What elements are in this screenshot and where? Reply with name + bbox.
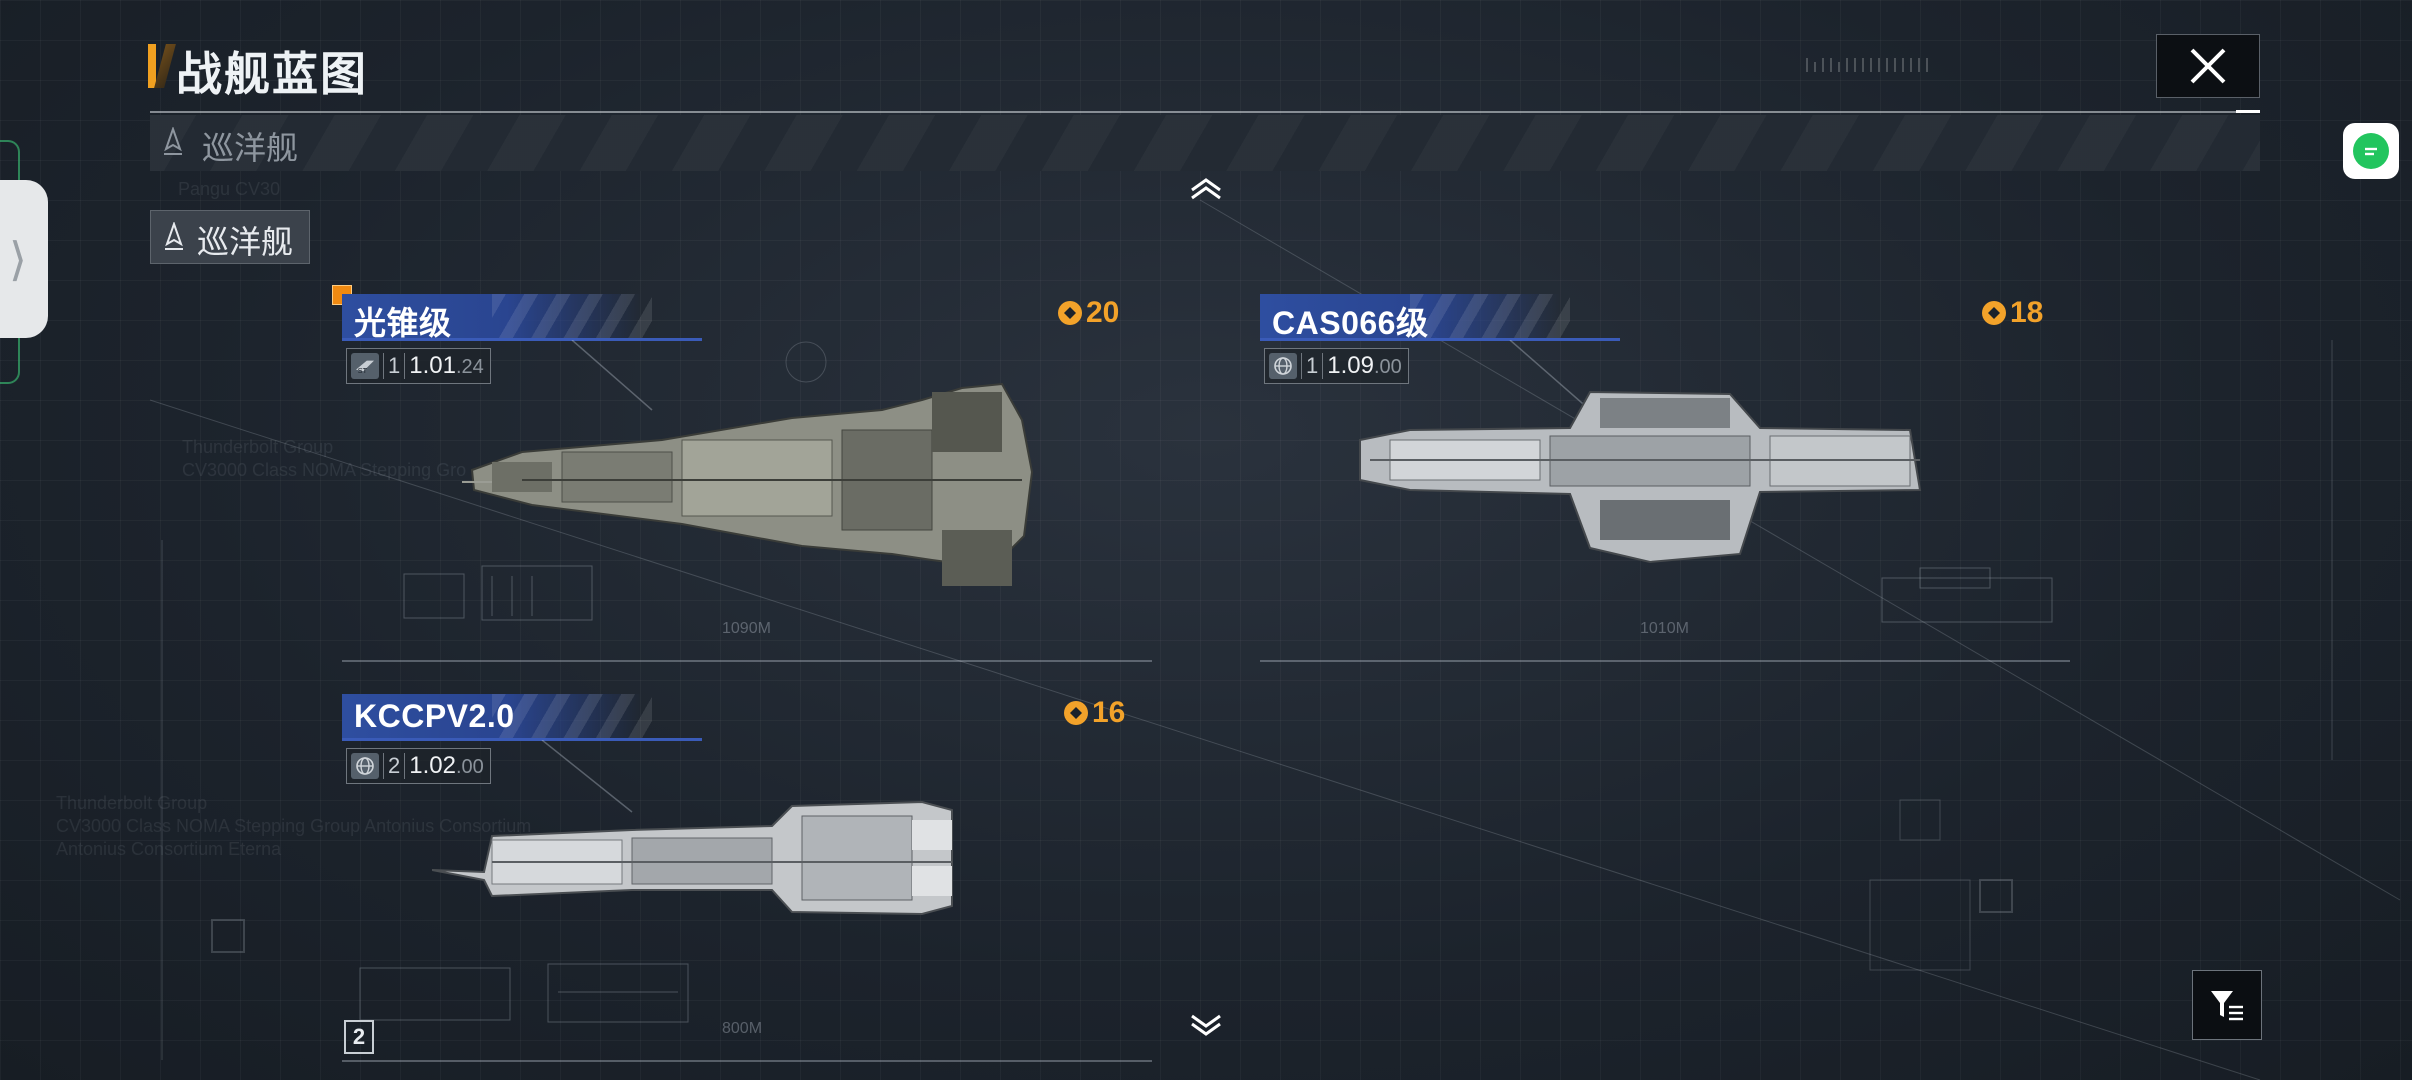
category-label: 巡洋舰 xyxy=(202,130,299,166)
globe-icon xyxy=(1269,353,1297,379)
length-label: 1090M xyxy=(722,620,771,637)
side-panel-toggle[interactable]: ⟩ xyxy=(0,180,48,338)
chevron-right-icon: ⟩ xyxy=(9,233,27,285)
filter-icon xyxy=(2211,991,2243,1021)
name-underline xyxy=(1260,338,1620,341)
chat-button[interactable] xyxy=(2343,123,2399,179)
coin-icon xyxy=(1064,701,1088,725)
ship-image xyxy=(462,340,1034,586)
title-accent xyxy=(148,44,156,88)
ship-name-bar xyxy=(1260,294,1570,340)
blueprint-sketch xyxy=(359,963,689,1023)
ship-tier: 1 xyxy=(1301,353,1324,379)
ship-stats: ST 1 1.01.24 xyxy=(346,348,491,384)
page-title: 战舰蓝图 xyxy=(176,48,368,100)
close-button[interactable] xyxy=(2156,34,2260,98)
ship-stats: 2 1.02.00 xyxy=(346,748,491,784)
ship-points: 16 xyxy=(1062,696,1125,730)
ship-image xyxy=(1359,340,1922,564)
category-bar[interactable]: 巡洋舰 xyxy=(150,115,2260,171)
ship-rating-minor: .00 xyxy=(455,756,484,778)
chat-icon xyxy=(2353,133,2389,169)
ship-rating-minor: .00 xyxy=(1373,356,1402,378)
chevron-up-icon xyxy=(1191,178,1221,200)
ship-card[interactable]: CAS066级 1 1.09.00 18 1010M xyxy=(1260,294,2070,664)
ship-rating-major: 1.01 xyxy=(409,352,456,379)
ship-rating-major: 1.09 xyxy=(1327,352,1374,379)
points-value: 18 xyxy=(2010,296,2044,329)
name-underline xyxy=(342,338,702,341)
ship-points: 18 xyxy=(1980,296,2043,330)
ship-rating: 1.09.00 xyxy=(1327,352,1402,380)
ship-class-icon xyxy=(165,222,183,250)
length-label: 800M xyxy=(722,1020,763,1037)
svg-text:ST: ST xyxy=(358,366,368,375)
page-count-badge: 2 xyxy=(344,1020,374,1054)
card-baseline xyxy=(1260,660,2070,662)
length-label: 1010M xyxy=(1640,620,1689,637)
divider-cap xyxy=(2236,110,2260,113)
ship-name: CAS066级 xyxy=(1272,305,1429,341)
name-underline xyxy=(342,738,702,741)
coin-icon xyxy=(1058,301,1082,325)
card-baseline xyxy=(342,1060,1152,1062)
ship-rating-minor: .24 xyxy=(455,356,484,378)
blueprint-sketch xyxy=(1881,567,2053,623)
filter-button[interactable] xyxy=(2192,970,2262,1040)
ship-card[interactable]: KCCPV2.0 2 1.02.00 16 800M xyxy=(342,694,1152,1064)
ship-name-bar xyxy=(342,694,652,740)
ship-class-icon xyxy=(164,127,182,155)
class-filter-chip[interactable]: 巡洋舰 xyxy=(150,210,310,264)
ship-name-bar xyxy=(342,294,652,340)
scroll-up-button[interactable] xyxy=(1189,176,1223,200)
ship-rating: 1.01.24 xyxy=(409,352,484,380)
header-divider xyxy=(150,111,2260,113)
globe-icon xyxy=(351,753,379,779)
ship-stats: 1 1.09.00 xyxy=(1264,348,1409,384)
ship-rating: 1.02.00 xyxy=(409,752,484,780)
coin-icon xyxy=(1982,301,2006,325)
filter-chip-label: 巡洋舰 xyxy=(197,224,294,260)
ship-rating-major: 1.02 xyxy=(409,752,456,779)
ship-points: 20 xyxy=(1056,296,1119,330)
scroll-down-button[interactable] xyxy=(1189,1014,1223,1038)
ship-name: 光锥级 xyxy=(354,305,452,341)
points-value: 16 xyxy=(1092,696,1126,729)
ship-tier: 2 xyxy=(383,753,406,779)
header-ticks xyxy=(1806,58,1928,72)
card-baseline xyxy=(342,660,1152,662)
ship-card[interactable]: 光锥级 ST 1 1.01.24 20 1090M xyxy=(342,294,1152,664)
chevron-down-icon xyxy=(1191,1014,1221,1036)
blueprint-sketch xyxy=(403,565,593,621)
ship-faction-icon: ST xyxy=(351,353,379,379)
ship-image xyxy=(432,740,953,916)
close-icon xyxy=(2190,48,2226,84)
ship-tier: 1 xyxy=(383,353,406,379)
background-text: Pangu CV30 xyxy=(178,179,281,199)
ship-name: KCCPV2.0 xyxy=(354,698,515,734)
points-value: 20 xyxy=(1086,296,1120,329)
